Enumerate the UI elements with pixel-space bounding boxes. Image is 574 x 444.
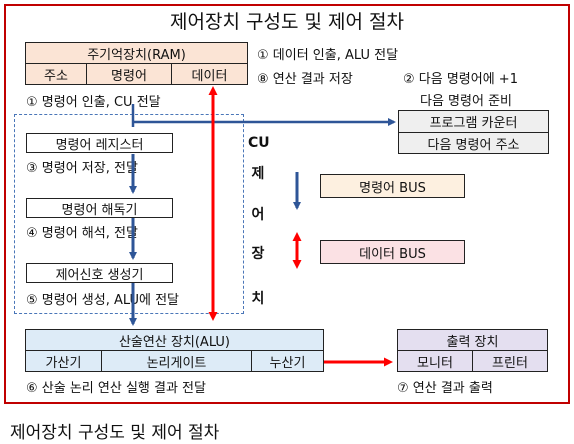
ram-cell-instruction: 명령어 <box>86 63 172 85</box>
alu-cell-adder: 가산기 <box>25 350 102 372</box>
cu-label-cu: CU <box>248 135 270 151</box>
legend-instruction-bus: 명령어 BUS <box>320 174 465 198</box>
data-bus-arrows <box>208 86 393 367</box>
instruction-decoder: 명령어 해독기 <box>26 198 173 218</box>
note-step-6: ⑥ 산술 논리 연산 실행 결과 전달 <box>26 381 206 396</box>
output-cell-printer: 프린터 <box>472 350 548 372</box>
legend-data-bus: 데이터 BUS <box>320 240 465 264</box>
note-step-4: ④ 명령어 해석, 전달 <box>26 226 138 241</box>
cu-label-je: 제 <box>251 166 265 182</box>
note-step-2: ② 다음 명령어에 +1 <box>403 72 518 87</box>
next-instruction-address: 다음 명령어 주소 <box>398 132 549 154</box>
control-signal-generator: 제어신호 생성기 <box>26 263 173 283</box>
note-step-7: ⑦ 연산 결과 출력 <box>397 381 493 396</box>
diagram-frame <box>4 4 570 404</box>
figure-caption: 제어장치 구성도 및 제어 절차 <box>10 423 220 443</box>
ram-cell-data: 데이터 <box>171 63 248 85</box>
cu-label-chi: 치 <box>251 291 265 307</box>
output-cell-monitor: 모니터 <box>397 350 473 372</box>
note-step-1b: ① 명령어 인출, CU 전달 <box>26 95 161 110</box>
instruction-register: 명령어 레지스터 <box>26 133 173 153</box>
note-step-1: ① 데이터 인출, ALU 전달 <box>257 48 399 63</box>
alu-cell-accumulator: 누산기 <box>251 350 324 372</box>
ram-cell-address: 주소 <box>25 63 87 85</box>
note-step-2b: 다음 명령어 준비 <box>420 94 512 109</box>
note-step-5: ⑤ 명령어 생성, ALU에 전달 <box>26 293 179 308</box>
alu-cell-logic-gate: 논리게이트 <box>101 350 252 372</box>
cu-label-jang: 장 <box>251 246 265 262</box>
diagram-title: 제어장치 구성도 및 제어 절차 <box>170 11 404 33</box>
cu-region <box>14 114 244 314</box>
alu-title: 산술연산 장치(ALU) <box>25 329 324 351</box>
note-step-3: ③ 명령어 저장, 전달 <box>26 161 138 176</box>
instruction-bus-arrows <box>129 104 396 326</box>
cu-label-eo: 어 <box>251 207 265 223</box>
note-step-8: ⑧ 연산 결과 저장 <box>257 72 353 87</box>
